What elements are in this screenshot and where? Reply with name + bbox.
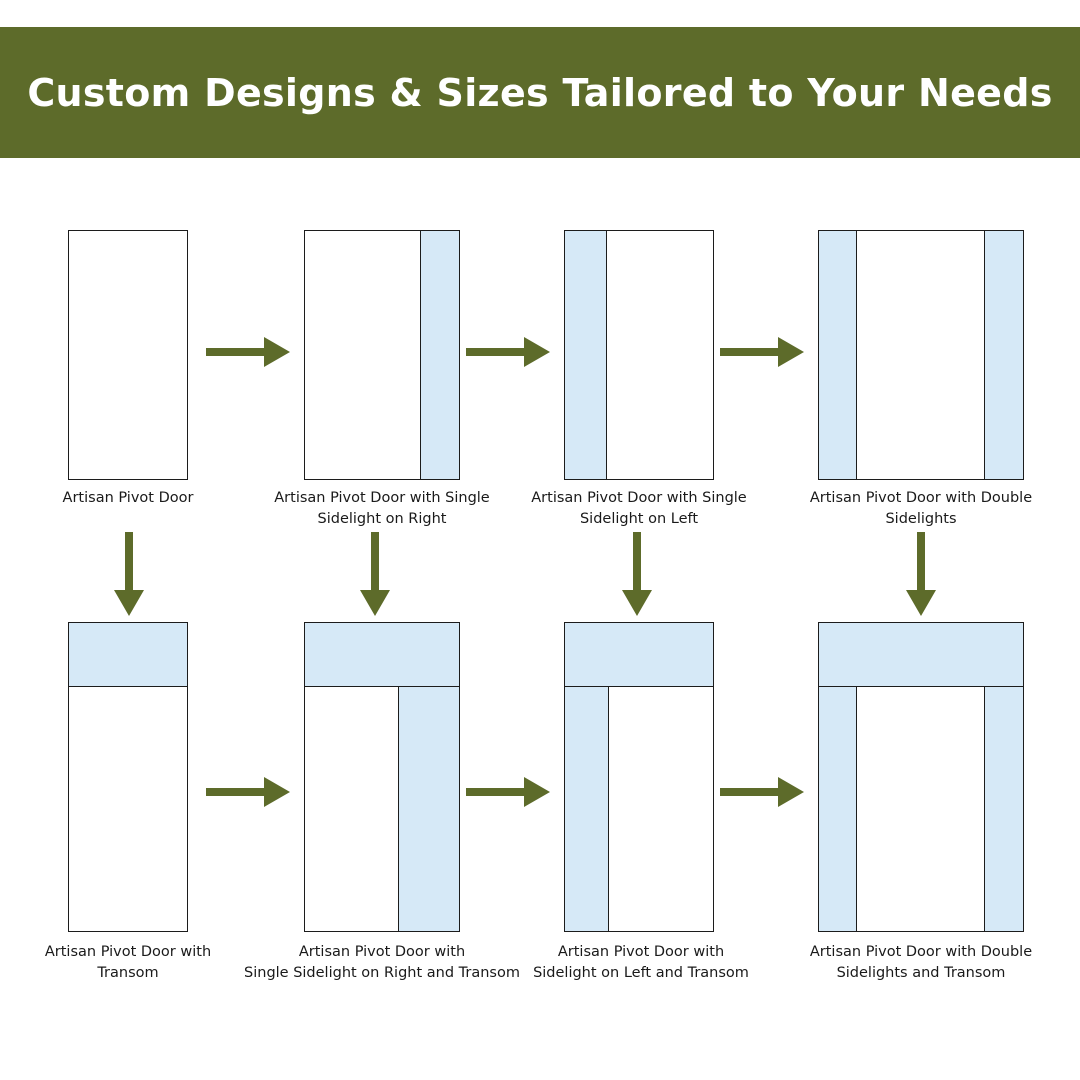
transom-panel: [818, 622, 1024, 688]
door-figure: [304, 230, 460, 480]
transom-panel: [304, 622, 460, 688]
door-figure: [564, 230, 714, 480]
door-figure: [68, 622, 188, 932]
door-panel: [304, 230, 422, 480]
node-pivot-door-sidelight-right-transom[interactable]: Artisan Pivot Door with Single Sidelight…: [244, 622, 520, 981]
door-panel: [856, 230, 986, 480]
page-title: Custom Designs & Sizes Tailored to Your …: [27, 70, 1053, 115]
door-panel: [68, 686, 188, 932]
door-panel: [856, 686, 986, 932]
door-figure: [564, 622, 714, 932]
sidelight-right-panel: [984, 686, 1024, 932]
arrow-right-r1c3-r1c4: [720, 335, 804, 369]
node-pivot-door-transom[interactable]: Artisan Pivot Door with Transom: [45, 622, 211, 981]
node-caption: Artisan Pivot Door with Single Sidelight…: [244, 944, 520, 981]
sidelight-left-panel: [564, 686, 610, 932]
door-panel: [304, 686, 400, 932]
node-artisan-pivot-door[interactable]: Artisan Pivot Door: [63, 230, 193, 506]
node-pivot-door-double-sidelights-transom[interactable]: Artisan Pivot Door with Double Sidelight…: [810, 622, 1032, 981]
sidelight-right-panel: [420, 230, 460, 480]
node-caption: Artisan Pivot Door: [62, 490, 194, 506]
sidelight-right-panel: [984, 230, 1024, 480]
node-caption: Artisan Pivot Door with Double Sidelight…: [809, 944, 1033, 981]
node-pivot-door-single-sidelight-right[interactable]: Artisan Pivot Door with Single Sidelight…: [274, 230, 490, 527]
node-caption: Artisan Pivot Door with Transom: [44, 944, 212, 981]
sidelight-left-panel: [818, 686, 858, 932]
transom-panel: [68, 622, 188, 688]
diagram-canvas: Artisan Pivot Door Artisan Pivot Door wi…: [0, 158, 1080, 1080]
door-figure: [304, 622, 460, 932]
transom-panel: [564, 622, 714, 688]
door-figure: [68, 230, 188, 480]
node-caption: Artisan Pivot Door with Sidelight on Lef…: [533, 944, 749, 981]
node-caption: Artisan Pivot Door with Single Sidelight…: [274, 490, 490, 527]
arrow-down-r1c3-r2c3: [620, 532, 654, 616]
node-caption: Artisan Pivot Door with Single Sidelight…: [531, 490, 747, 527]
arrow-right-r1c1-r1c2: [206, 335, 290, 369]
node-caption: Artisan Pivot Door with Double Sidelight…: [809, 490, 1033, 527]
sidelight-left-panel: [564, 230, 608, 480]
door-panel: [608, 686, 714, 932]
arrow-down-r1c4-r2c4: [904, 532, 938, 616]
door-figure: [818, 230, 1024, 480]
arrow-right-r2c2-r2c3: [466, 775, 550, 809]
sidelight-left-panel: [818, 230, 858, 480]
header-banner: Custom Designs & Sizes Tailored to Your …: [0, 27, 1080, 158]
arrow-down-r1c1-r2c1: [112, 532, 146, 616]
arrow-right-r1c2-r1c3: [466, 335, 550, 369]
node-pivot-door-single-sidelight-left[interactable]: Artisan Pivot Door with Single Sidelight…: [531, 230, 747, 527]
node-pivot-door-double-sidelights[interactable]: Artisan Pivot Door with Double Sidelight…: [810, 230, 1032, 527]
arrow-right-r2c3-r2c4: [720, 775, 804, 809]
arrow-right-r2c1-r2c2: [206, 775, 290, 809]
door-figure: [818, 622, 1024, 932]
node-pivot-door-sidelight-left-transom[interactable]: Artisan Pivot Door with Sidelight on Lef…: [533, 622, 749, 981]
sidelight-right-panel: [398, 686, 460, 932]
door-panel: [68, 230, 188, 480]
arrow-down-r1c2-r2c2: [358, 532, 392, 616]
door-panel: [606, 230, 714, 480]
